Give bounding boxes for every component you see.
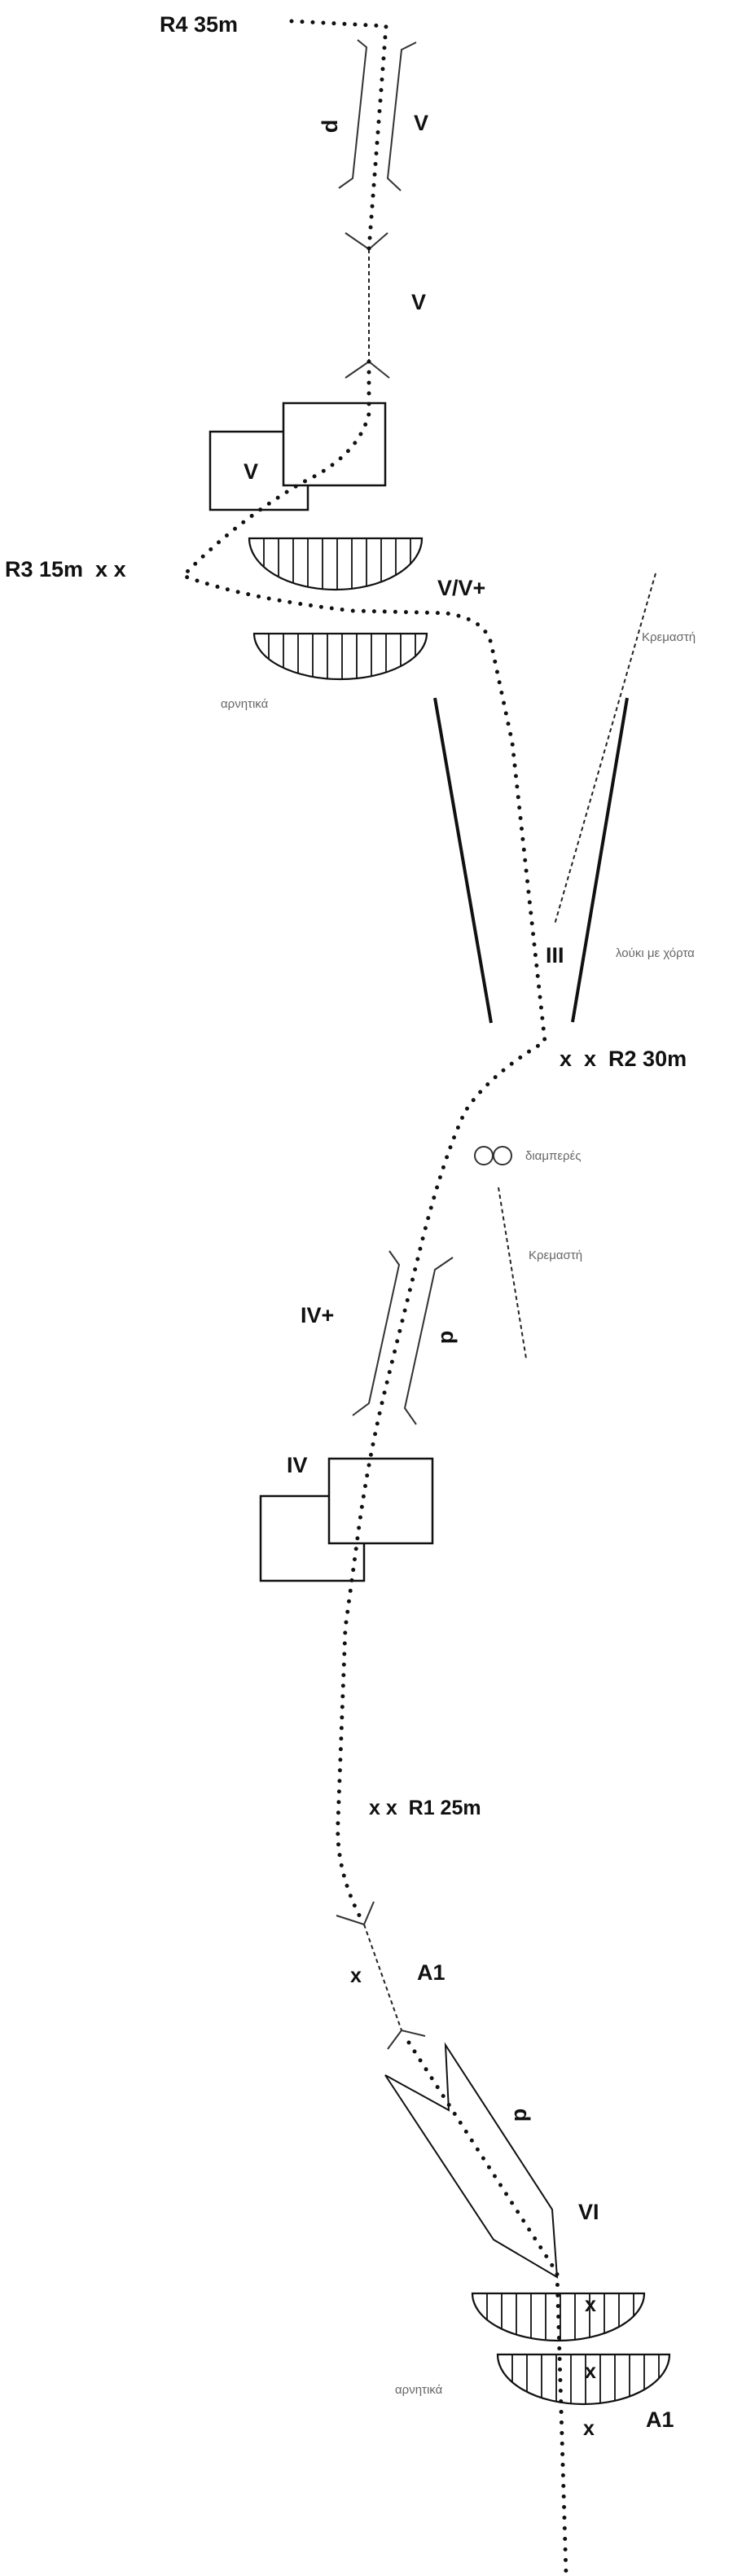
overhang-roof-2 — [252, 632, 428, 681]
belay-r2-label: x x R2 30m — [560, 1047, 687, 1071]
grade-dihedral: VI — [578, 2200, 599, 2224]
bolt-chevron-top — [345, 232, 388, 251]
bolt-chevron-a1-bottom — [387, 2029, 426, 2050]
note-hanging-2: Κρεμαστή — [529, 1249, 582, 1262]
gully-wall-right — [571, 697, 629, 1023]
belay-r4-label: R4 35m — [160, 12, 238, 37]
hanging-line-1 — [554, 573, 656, 925]
grade-box-2: IV — [287, 1453, 308, 1477]
bolt-mark-roof-1: x — [585, 2293, 596, 2316]
grade-gully: III — [546, 943, 564, 968]
dihedral — [384, 2042, 559, 2279]
crack-2-side-label: d — [437, 1331, 461, 1345]
note-gully: λούκι με χόρτα — [616, 946, 695, 960]
crack-1-side-label: p — [321, 120, 345, 134]
note-hanging-1: Κρεμαστή — [642, 630, 696, 644]
bolt-mark-roof-2: x — [585, 2360, 596, 2383]
overhang-roof-4 — [496, 2353, 671, 2406]
bolt-chevron-bottom — [345, 360, 390, 379]
through-hole-icon — [474, 1146, 494, 1165]
overhang-roof-1 — [248, 537, 424, 591]
bolt-mark-aid: x — [350, 1964, 362, 1987]
note-overhang-1: αρνητικά — [221, 697, 269, 711]
gully-wall-left — [433, 697, 493, 1024]
crack-2 — [352, 1250, 454, 1425]
grade-pitch4-crack: V — [414, 111, 428, 135]
grade-aid-top: A1 — [417, 1960, 446, 1985]
grade-crack-2: IV+ — [301, 1303, 334, 1327]
note-through-hole: διαμπερές — [525, 1149, 581, 1163]
block-large-2 — [327, 1457, 434, 1545]
grade-aid-bottom: A1 — [646, 2407, 674, 2432]
belay-r3-label: R3 15m x x — [5, 557, 126, 581]
block-large-1 — [282, 402, 387, 487]
note-overhang-2: αρνητικά — [395, 2383, 443, 2397]
belay-r1-label: x x R1 25m — [369, 1797, 481, 1819]
crack-1 — [338, 39, 417, 191]
through-hole-icon-2 — [493, 1146, 512, 1165]
dihedral-side-label: d — [510, 2109, 534, 2122]
hanging-line-2 — [498, 1187, 527, 1359]
grade-pitch4-box: V — [244, 459, 258, 484]
aid-dashed-line-2 — [363, 1924, 402, 2031]
grade-pitch4-mid: V — [411, 290, 426, 314]
grade-pitch3-roof: V/V+ — [437, 576, 485, 600]
bolt-mark-bottom: x — [583, 2417, 595, 2440]
route-line — [179, 19, 568, 2576]
